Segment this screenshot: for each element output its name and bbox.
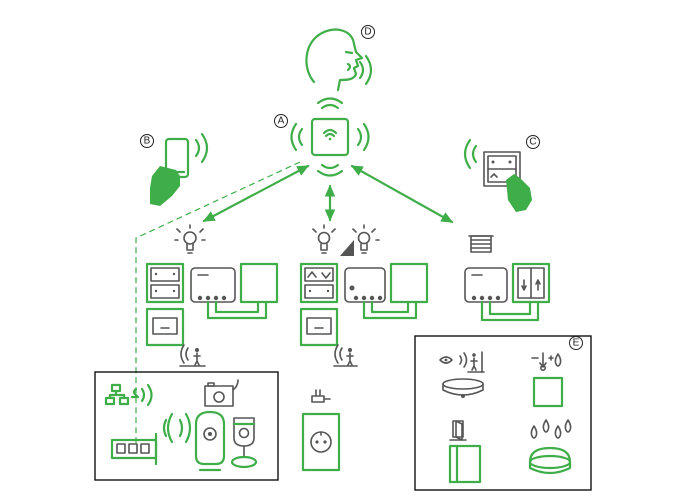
label-b-circle [140,134,154,148]
door-sensor-icon [448,420,482,484]
arrow-to-shutter [350,164,454,224]
blank-plate-left [239,262,279,304]
voice-assistant-head-icon [305,28,373,92]
single-switch-center [299,307,339,347]
camera-icon [204,379,239,407]
label-d-circle [361,25,375,39]
wireless-waves-security [162,412,192,444]
indoor-camera [194,410,226,472]
motion-sensor-icon [439,351,485,373]
label-b: B [144,136,151,147]
double-switch-left [145,262,185,304]
dashed-link-to-router [135,161,301,446]
water-leak-sensor-icon [528,419,572,475]
shutter-switch [511,262,551,304]
wiring-center [362,300,418,320]
label-e-circle [569,336,583,350]
connection-arrows [135,161,454,446]
wiring-right [480,300,540,322]
wiring-left [206,300,268,320]
smartphone-hand-icon [150,132,209,206]
label-a: A [278,116,285,127]
smart-plug-icon [301,389,341,472]
shutter-icon [468,235,494,253]
shutter-module [464,267,508,303]
blank-plate-center [389,262,429,304]
ceiling-motion-sensor [442,378,484,398]
single-switch-left [145,307,185,347]
router-icon [104,383,153,407]
sensors-frame [414,335,592,491]
wifi-gateway-icon [290,97,370,177]
temperature-humidity-sensor-icon [531,352,564,408]
wireless-switch-hand-icon [463,138,532,212]
label-c: C [529,137,536,148]
label-d: D [364,27,371,38]
double-switch-center [299,262,339,304]
security-devices-frame [94,371,279,481]
dimmer-module [344,267,386,303]
presence-sensor-small-icon [179,344,206,367]
relay-module-left [190,267,236,303]
arrow-to-lighting [202,164,310,223]
label-a-circle [274,114,288,128]
label-c-circle [526,135,540,149]
presence-sensor-small-center-icon [333,344,358,367]
light-bulb-icon [174,224,206,254]
network-switch [110,432,158,466]
outdoor-camera [230,417,258,469]
label-e: E [573,338,580,349]
dimmer-icon [312,224,380,256]
